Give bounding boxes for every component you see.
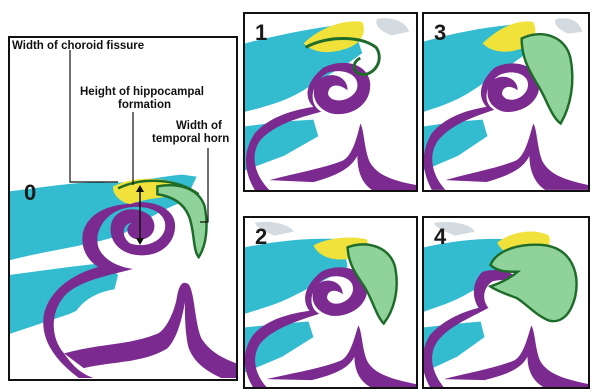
panel-stage-4: 4: [422, 216, 590, 389]
panel-stage-2: 2: [243, 216, 418, 389]
stage-2-illustration: [245, 218, 416, 387]
stage-number: 1: [255, 20, 267, 46]
label-choroid-fissure: Width of choroid fissure: [12, 40, 144, 53]
panel-stage-1: 1: [243, 12, 418, 192]
stage-1-illustration: [245, 14, 416, 190]
hippocampus-green: [490, 245, 576, 321]
grey-patch: [376, 18, 409, 35]
stage-4-illustration: [424, 218, 588, 387]
stage-number: 0: [24, 180, 36, 206]
stage-3-illustration: [424, 14, 588, 190]
stage-number: 4: [434, 224, 446, 250]
label-temporal-horn-line2: temporal horn: [152, 133, 229, 146]
label-hippocampal-height-line1: Height of hippocampal: [80, 86, 204, 99]
stage-number: 3: [434, 20, 446, 46]
label-hippocampal-height-line2: formation: [118, 99, 171, 112]
stage-number: 2: [255, 224, 267, 250]
panel-stage-3: 3: [422, 12, 590, 192]
grey-patch: [555, 18, 582, 33]
label-temporal-horn-line1: Width of: [176, 120, 222, 133]
